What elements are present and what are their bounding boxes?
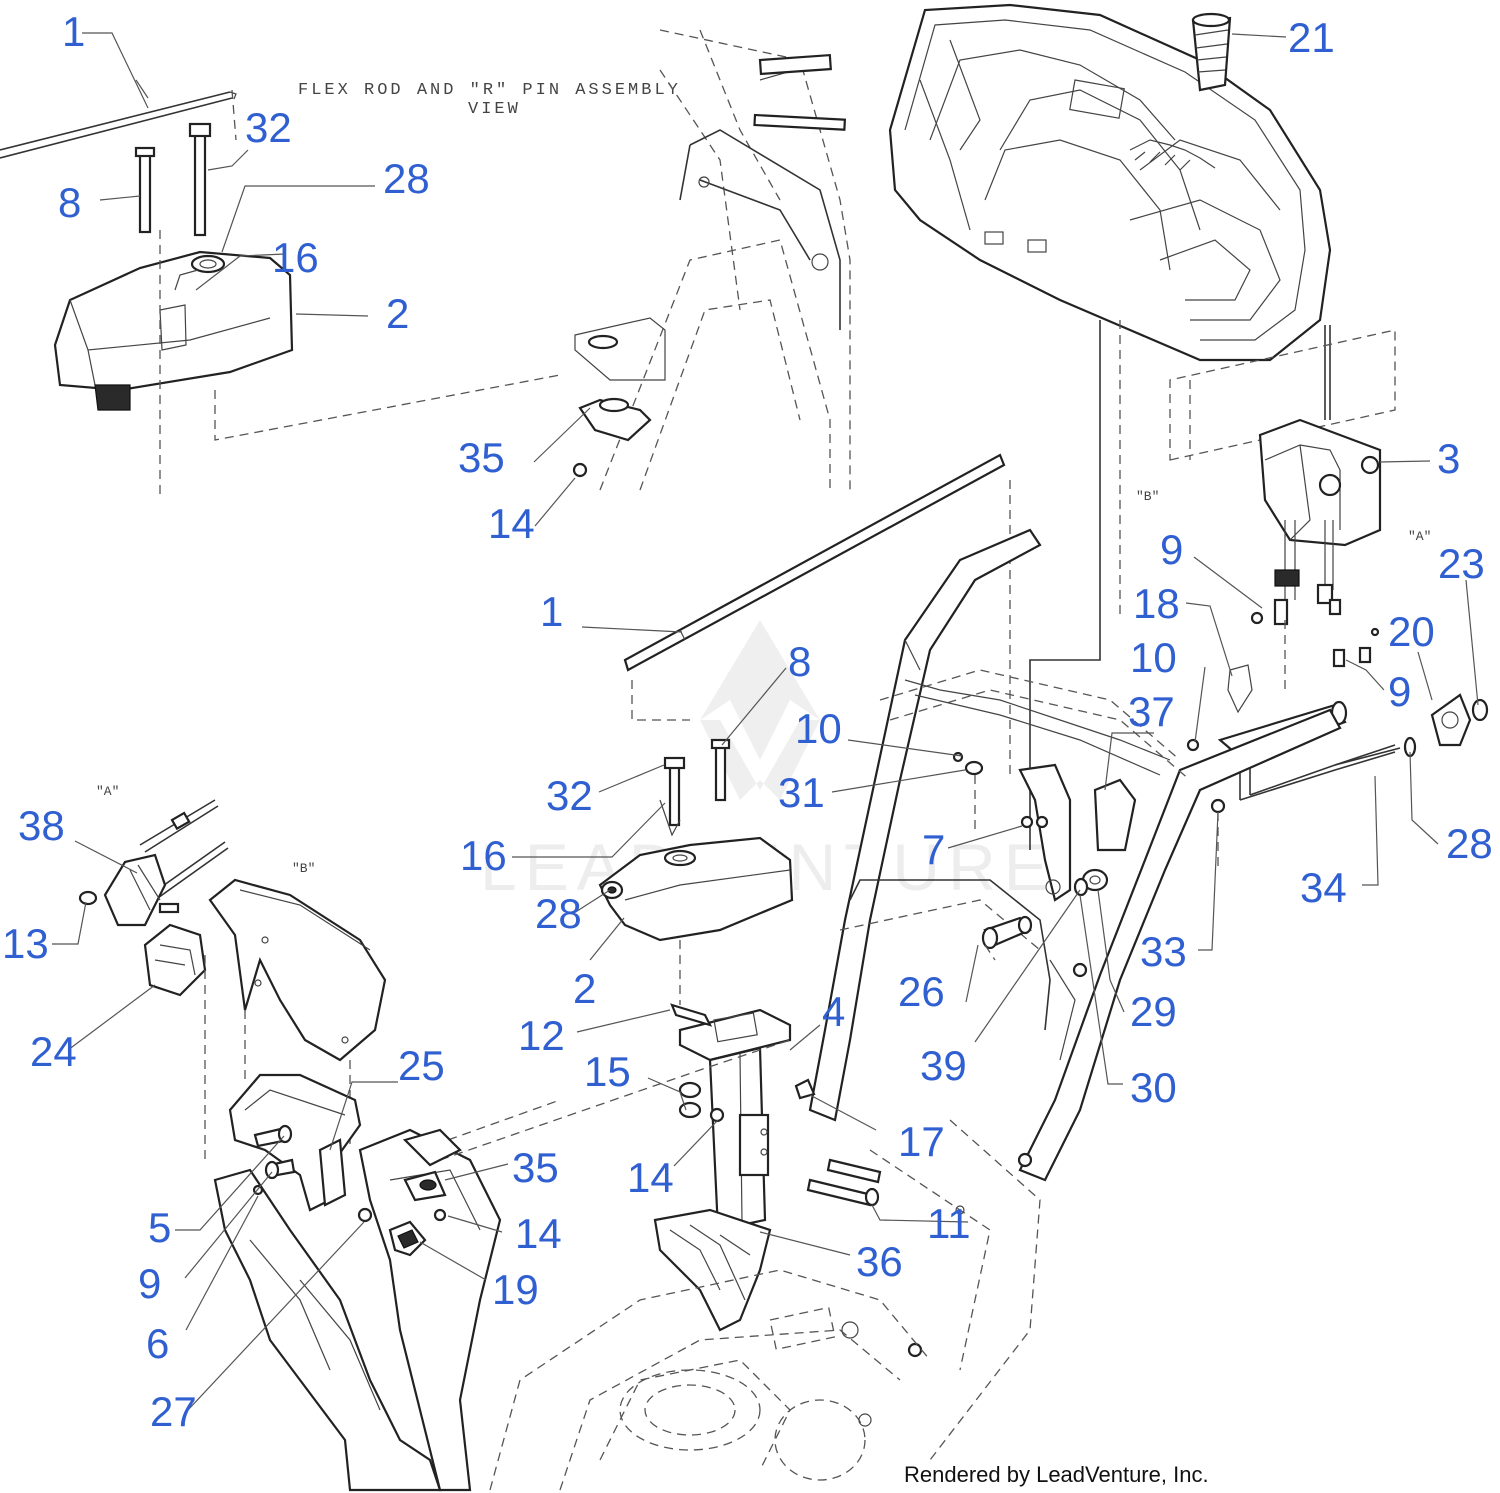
callout-26: 26	[898, 968, 945, 1015]
callout-15: 15	[584, 1048, 631, 1095]
callout-29: 29	[1130, 988, 1177, 1035]
callout-12: 12	[518, 1012, 565, 1059]
callout-27: 27	[150, 1388, 197, 1435]
callout-23: 23	[1438, 540, 1485, 587]
main-handle-bracket	[598, 738, 794, 1005]
part-3-shift-assembly: "B" "A"	[1136, 325, 1431, 690]
callout-28-inset: 28	[383, 155, 430, 202]
callout-30: 30	[1130, 1064, 1177, 1111]
part-1-main-rod	[623, 453, 1011, 775]
callout-9-b: 9	[1160, 526, 1183, 573]
chute-assembly: "A" "B"	[78, 784, 791, 1492]
callout-32-inset: 32	[245, 104, 292, 151]
render-credit: Rendered by LeadVenture, Inc.	[904, 1462, 1209, 1487]
callout-24: 24	[30, 1028, 77, 1075]
leader-lines	[52, 32, 1479, 1411]
upper-chute-frame	[572, 29, 851, 491]
callouts: 1 32 8 28 16 2 35 14 21 3 9 23 18 20 10 …	[2, 8, 1493, 1435]
callout-10-right: 10	[1130, 634, 1177, 681]
callout-28-main: 28	[535, 890, 582, 937]
main-handle-frame	[808, 528, 1342, 1461]
callout-39: 39	[920, 1042, 967, 1089]
callout-33: 33	[1140, 928, 1187, 975]
callout-9-right: 9	[1388, 668, 1411, 715]
callout-32-main: 32	[546, 772, 593, 819]
callout-38: 38	[18, 802, 65, 849]
callout-37: 37	[1128, 688, 1175, 735]
ref-b-upper: "B"	[1136, 489, 1159, 504]
callout-16-main: 16	[460, 832, 507, 879]
callout-11: 11	[927, 1200, 971, 1247]
callout-34: 34	[1300, 864, 1347, 911]
callout-1-main: 1	[540, 588, 563, 635]
callout-19: 19	[492, 1266, 539, 1313]
callout-8-main: 8	[788, 638, 811, 685]
callout-3: 3	[1437, 435, 1460, 482]
callout-14-mid: 14	[627, 1154, 674, 1201]
callout-35-upper: 35	[458, 434, 505, 481]
inset-view-title: FLEX ROD AND "R" PIN ASSEMBLY	[298, 81, 681, 100]
callout-17: 17	[898, 1118, 945, 1165]
callout-35-lower: 35	[512, 1144, 559, 1191]
callout-21: 21	[1288, 14, 1335, 61]
callout-36: 36	[856, 1238, 903, 1285]
callout-31: 31	[778, 769, 825, 816]
callout-9-lower: 9	[138, 1260, 161, 1307]
callout-14-upper: 14	[488, 500, 535, 547]
callout-10-main: 10	[795, 705, 842, 752]
lower-engine-housing	[489, 1269, 931, 1491]
callout-20: 20	[1388, 608, 1435, 655]
part-20-23-bushing	[1403, 693, 1489, 758]
callout-4: 4	[822, 988, 845, 1035]
callout-16-inset: 16	[272, 234, 319, 281]
callout-6: 6	[146, 1320, 169, 1367]
part-21-knob	[1191, 12, 1232, 92]
callout-5: 5	[148, 1204, 171, 1251]
callout-2-main: 2	[573, 965, 596, 1012]
callout-13: 13	[2, 920, 49, 967]
callout-2-inset: 2	[386, 290, 409, 337]
ref-a-upper: "A"	[1408, 529, 1431, 544]
callout-7: 7	[922, 826, 945, 873]
ref-a-lower: "A"	[96, 784, 119, 799]
ref-b-lower: "B"	[292, 861, 315, 876]
callout-8-inset: 8	[58, 179, 81, 226]
inset-flex-rod-view: FLEX ROD AND "R" PIN ASSEMBLY VIEW	[0, 81, 681, 500]
callout-14-lower: 14	[515, 1210, 562, 1257]
callout-1-inset: 1	[62, 8, 85, 55]
part-4-support-post	[653, 1003, 882, 1332]
parts-7-37-29-30-26-39	[952, 664, 1253, 961]
callout-18: 18	[1133, 580, 1180, 627]
inset-view-subtitle: VIEW	[468, 100, 521, 119]
callout-28-right: 28	[1446, 820, 1493, 867]
callout-25: 25	[398, 1042, 445, 1089]
control-panel	[888, 3, 1332, 850]
